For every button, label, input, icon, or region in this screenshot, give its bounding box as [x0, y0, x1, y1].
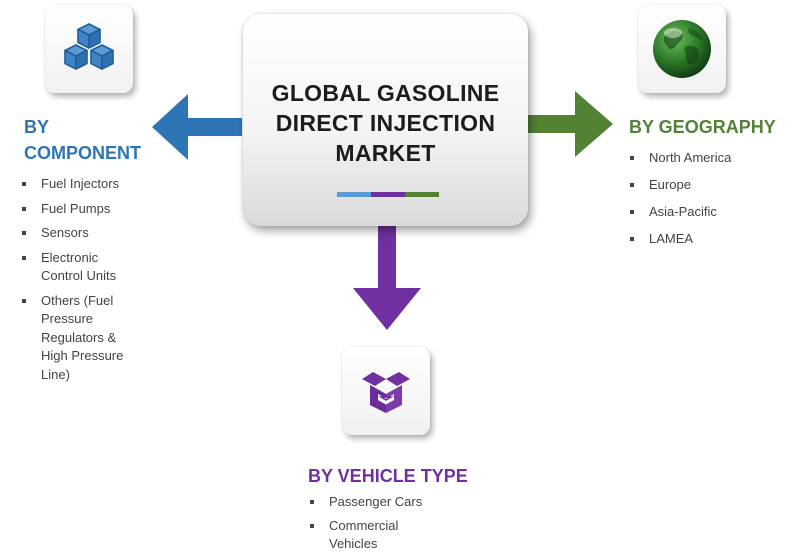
market-title-line: MARKET	[335, 140, 436, 166]
globe-icon	[653, 20, 711, 78]
vehicle-heading: BY VEHICLE TYPE	[308, 466, 468, 486]
list-item: Fuel Pumps	[21, 200, 171, 219]
arrow-down-vehicle	[353, 224, 421, 330]
component-icon-tile	[45, 5, 133, 93]
list-item-text: Sensors	[41, 225, 89, 240]
list-item: Europe	[629, 176, 789, 195]
list-item-text: LAMEA	[649, 231, 694, 246]
list-item: North America	[629, 149, 789, 168]
list-item: Passenger Cars	[309, 493, 489, 512]
list-item-text: Commercial	[329, 517, 399, 533]
component-heading: BY COMPONENT	[24, 114, 141, 166]
component-heading-line: BY	[24, 117, 50, 137]
list-item-text: Europe	[649, 177, 691, 192]
list-item: LAMEA	[629, 230, 789, 249]
list-item: Others (Fuel Pressure Regulators & High …	[21, 292, 171, 385]
list-item-text: Vehicles	[329, 536, 378, 551]
arrow-left-component	[152, 94, 242, 160]
list-item-text: Others (Fuel	[41, 292, 114, 308]
market-title: GLOBAL GASOLINE DIRECT INJECTION MARKET	[243, 78, 528, 168]
tricolor-bar-blue	[337, 192, 371, 197]
geography-icon-tile	[638, 5, 726, 93]
list-item-text: Line)	[41, 366, 70, 382]
list-item: Sensors	[21, 224, 171, 243]
list-item-text: Asia-Pacific	[649, 204, 717, 219]
component-heading-line: COMPONENT	[24, 143, 141, 163]
list-item-text: Control Units	[41, 268, 117, 283]
vehicle-list: Passenger Cars Commercial Vehicles	[309, 493, 489, 554]
geography-list: North America Europe Asia-Pacific LAMEA	[629, 149, 789, 249]
vehicle-icon-tile	[342, 347, 430, 435]
component-list: Fuel Injectors Fuel Pumps Sensors Electr…	[21, 175, 171, 384]
list-item-text: Passenger Cars	[329, 494, 423, 509]
list-item-text: Electronic	[41, 249, 99, 265]
geography-heading: BY GEOGRAPHY	[629, 117, 776, 137]
list-item: Electronic Control Units	[21, 249, 171, 286]
list-item: Asia-Pacific	[629, 203, 789, 222]
list-item-text: Pressure	[41, 311, 94, 326]
list-item: Fuel Injectors	[21, 175, 171, 194]
list-item-text: North America	[649, 150, 732, 165]
cubes-icon	[64, 23, 114, 70]
market-title-box: GLOBAL GASOLINE DIRECT INJECTION MARKET	[243, 14, 528, 226]
arrow-right-geography	[527, 91, 613, 157]
list-item-text: Fuel Pumps	[41, 200, 111, 216]
list-item-text: High Pressure	[41, 348, 124, 363]
list-item-text: Fuel Injectors	[41, 176, 120, 191]
market-title-line: GLOBAL GASOLINE	[271, 80, 500, 106]
package-icon	[362, 372, 410, 413]
tricolor-bar-green	[405, 192, 439, 197]
market-title-line: DIRECT INJECTION	[275, 110, 496, 136]
list-item: Commercial Vehicles	[309, 517, 489, 554]
list-item-text: Regulators &	[41, 329, 117, 345]
tricolor-bar-purple	[371, 192, 405, 197]
